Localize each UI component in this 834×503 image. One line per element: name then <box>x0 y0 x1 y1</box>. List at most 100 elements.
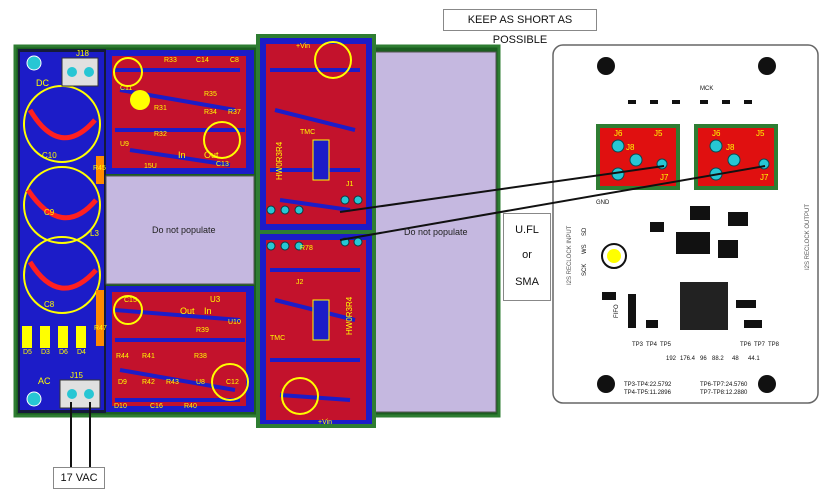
label-r31: R31 <box>154 105 167 112</box>
label-u10: U10 <box>228 319 241 326</box>
label-r78: R78 <box>300 245 313 252</box>
label-j15: J15 <box>70 371 83 380</box>
label-vin-top: +Vin <box>296 43 310 50</box>
label-j1: J1 <box>346 181 354 188</box>
label-r35: R35 <box>204 91 217 98</box>
label-out2: Out <box>180 306 195 316</box>
label-c8: C8 <box>44 300 55 309</box>
label-r47: R47 <box>94 325 107 332</box>
label-r45: R45 <box>93 165 106 172</box>
tp-right-7: TP7 <box>754 342 766 348</box>
freq-right-2: TP7-TP8:12.2880 <box>700 390 748 396</box>
label-u3: U3 <box>210 295 221 304</box>
do-not-populate-right: Do not populate <box>404 227 468 237</box>
reclock-fifo: FIFO <box>614 304 620 318</box>
label-l3: L3 <box>90 229 99 238</box>
left-j5: J5 <box>654 129 663 138</box>
tp-left-4: TP4 <box>646 342 658 348</box>
right-j6: J6 <box>712 129 721 138</box>
freq-48: 48 <box>732 356 739 362</box>
label-tmc-bottom: TMC <box>270 335 285 342</box>
interconnect-wires <box>70 165 766 467</box>
right-j7: J7 <box>760 173 769 182</box>
label-j2: J2 <box>296 279 304 286</box>
connector-options-callout: U.FL or SMA <box>503 213 551 301</box>
freq-left-2: TP4-TP5:11.2896 <box>624 390 672 396</box>
label-u8: U8 <box>196 379 205 386</box>
label-vin-bottom: +Vin <box>318 419 332 426</box>
left-j6: J6 <box>614 129 623 138</box>
reclock-sd: SD <box>582 227 588 236</box>
tp-left-3: TP3 <box>632 342 644 348</box>
freq-right-1: TP6-TP7:24.5760 <box>700 382 748 388</box>
right-j8: J8 <box>726 143 735 152</box>
ac-input-text: 17 VAC <box>60 472 98 484</box>
keep-short-callout: KEEP AS SHORT AS POSSIBLE <box>443 9 597 46</box>
label-r44: R44 <box>116 353 129 360</box>
reclock-gnd: GND <box>596 200 610 206</box>
label-c9: C9 <box>44 208 55 217</box>
label-c15: C15 <box>124 297 137 304</box>
label-u9: U9 <box>120 141 129 148</box>
keep-short-text: KEEP AS SHORT AS POSSIBLE <box>467 14 573 46</box>
freq-192: 192 <box>666 356 677 362</box>
label-out: Out <box>204 150 219 160</box>
label-c16: C16 <box>150 403 163 410</box>
label-j18: J18 <box>76 49 89 58</box>
freq-left-1: TP3-TP4:22.5792 <box>624 382 672 388</box>
label-in: In <box>178 150 186 160</box>
reclock-mck: MCK <box>700 86 713 92</box>
label-r33: R33 <box>164 57 177 64</box>
label-ac: AC <box>38 376 51 386</box>
label-15u: 15U <box>144 163 157 170</box>
do-not-populate-left: Do not populate <box>152 225 216 235</box>
reclock-sck: SCK <box>582 264 588 276</box>
label-c12: C12 <box>226 379 239 386</box>
freq-882: 88.2 <box>712 356 724 362</box>
label-module-bottom: HW0R3R4 <box>345 296 354 335</box>
label-c13: C13 <box>216 161 229 168</box>
label-r32: R32 <box>154 131 167 138</box>
reclock-title-right: I2S RECLOCK OUTPUT <box>805 204 811 270</box>
label-d5: D5 <box>23 349 32 356</box>
label-d6: D6 <box>59 349 68 356</box>
label-dc: DC <box>36 78 49 88</box>
label-c8b: C8 <box>230 57 239 64</box>
left-j7: J7 <box>660 173 669 182</box>
label-c14: C14 <box>196 57 209 64</box>
connector-option-or: or <box>522 249 532 261</box>
label-in2: In <box>204 306 212 316</box>
label-r39: R39 <box>196 327 209 334</box>
freq-441: 44.1 <box>748 356 760 362</box>
label-d9: D9 <box>118 379 127 386</box>
tp-left-5: TP5 <box>660 342 672 348</box>
reclock-ws: WS <box>582 244 588 254</box>
label-c10: C10 <box>42 151 57 160</box>
main-board: DC J18 C10 C9 C8 L3 R45 R47 D5 D3 D6 D4 … <box>13 34 501 428</box>
reclock-title-left: I2S RECLOCK INPUT <box>567 225 573 285</box>
label-r41: R41 <box>142 353 155 360</box>
label-d4: D4 <box>77 349 86 356</box>
right-j5: J5 <box>756 129 765 138</box>
tp-right-6: TP6 <box>740 342 752 348</box>
label-r40: R40 <box>184 403 197 410</box>
label-r37: R37 <box>228 109 241 116</box>
left-j8: J8 <box>626 143 635 152</box>
label-tmc-top: TMC <box>300 129 315 136</box>
label-c11: C11 <box>120 85 132 92</box>
connector-option-ufl: U.FL <box>515 224 539 236</box>
tp-right-8: TP8 <box>768 342 780 348</box>
ac-input-callout: 17 VAC <box>53 467 105 489</box>
freq-96: 96 <box>700 356 707 362</box>
label-d3: D3 <box>41 349 50 356</box>
freq-1764: 176.4 <box>680 356 696 362</box>
label-r42: R42 <box>142 379 155 386</box>
reclock-board: I2S RECLOCK INPUT I2S RECLOCK OUTPUT J6 … <box>552 44 819 404</box>
label-module-top: HW0R3R4 <box>275 141 284 180</box>
label-r38: R38 <box>194 353 207 360</box>
connector-option-sma: SMA <box>515 276 539 288</box>
label-r43: R43 <box>166 379 179 386</box>
label-d10: D10 <box>114 403 127 410</box>
label-r34: R34 <box>204 109 217 116</box>
